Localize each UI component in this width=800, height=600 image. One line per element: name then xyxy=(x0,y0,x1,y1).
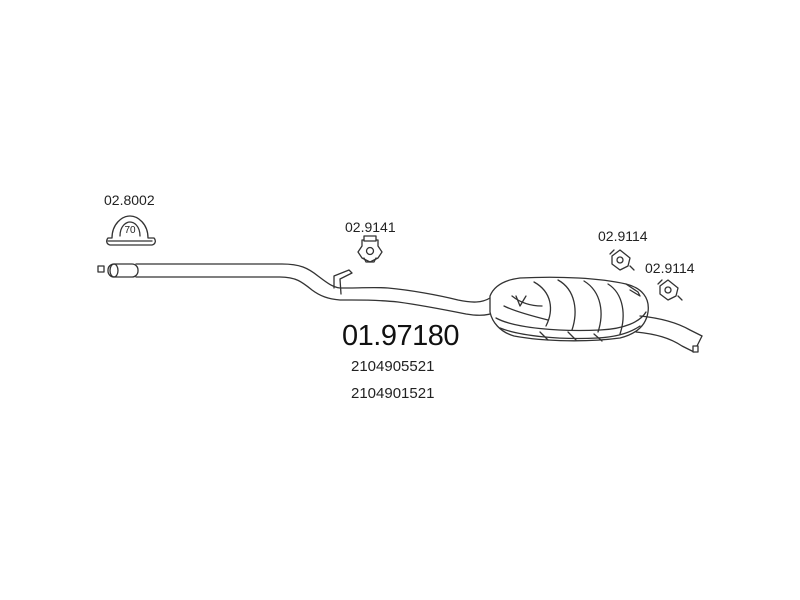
clamp-size-label: 70 xyxy=(124,225,136,236)
rear-hanger-2-part-number: 02.9114 xyxy=(645,260,695,276)
rear-bracket xyxy=(625,283,641,297)
center-hanger-part-number: 02.9141 xyxy=(345,219,396,235)
pipe-inlet xyxy=(97,263,139,278)
oem-number: 2104901521 xyxy=(351,385,435,402)
center-hanger-icon xyxy=(357,235,383,263)
exhaust-pipe xyxy=(135,263,496,316)
oem-number: 2104905521 xyxy=(351,358,435,375)
tailpipe xyxy=(635,315,703,353)
rear-silencer xyxy=(489,276,649,342)
clamp-part-number: 02.8002 xyxy=(104,192,155,208)
clamp-icon xyxy=(106,215,156,246)
rear-hanger-2-icon xyxy=(657,279,683,301)
rear-hanger-1-icon xyxy=(609,249,635,271)
assembly-part-number: 01.97180 xyxy=(342,320,459,352)
rear-hanger-1-part-number: 02.9114 xyxy=(598,228,648,244)
